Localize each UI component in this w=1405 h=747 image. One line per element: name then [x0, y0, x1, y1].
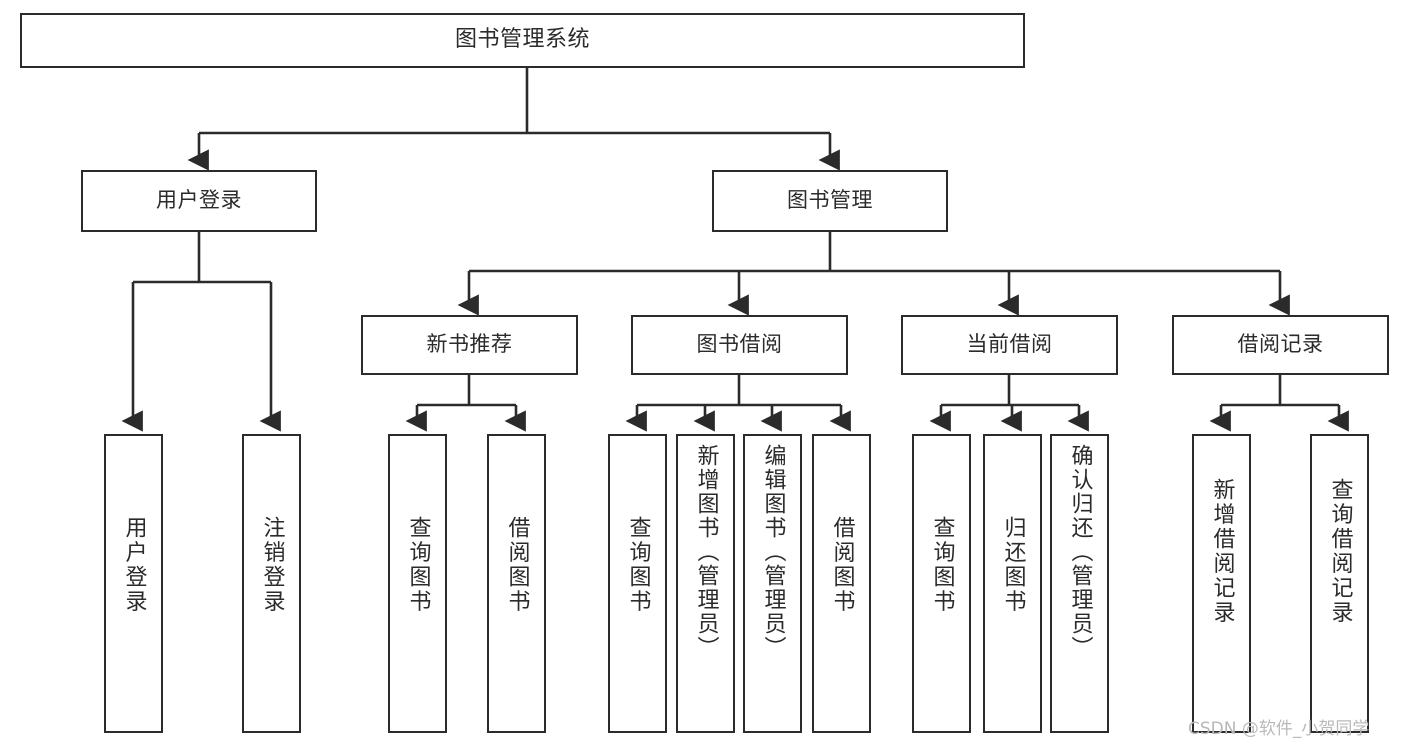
- leaf-query-book-3-label: 查询图书: [929, 516, 955, 614]
- leaf-confirm-return[interactable]: 确认归还（管理员）: [1050, 434, 1109, 733]
- leaf-user-login[interactable]: 用户登录: [104, 434, 163, 733]
- node-book-borrow[interactable]: 图书借阅: [631, 315, 848, 375]
- node-borrow-record-label: 借阅记录: [1237, 332, 1324, 357]
- leaf-user-logout[interactable]: 注销登录: [242, 434, 301, 733]
- node-user-login-label: 用户登录: [156, 188, 242, 213]
- node-book-manage-label: 图书管理: [787, 188, 873, 213]
- node-root[interactable]: 图书管理系统: [20, 13, 1025, 68]
- leaf-return-book-label: 归还图书: [1000, 516, 1026, 614]
- node-user-login[interactable]: 用户登录: [81, 170, 317, 232]
- leaf-user-login-label: 用户登录: [121, 516, 147, 614]
- leaf-query-book-1-label: 查询图书: [405, 516, 431, 614]
- leaf-query-book-1[interactable]: 查询图书: [388, 434, 447, 733]
- leaf-return-book[interactable]: 归还图书: [983, 434, 1042, 733]
- node-book-manage[interactable]: 图书管理: [712, 170, 948, 232]
- node-book-borrow-label: 图书借阅: [696, 332, 783, 357]
- leaf-query-record[interactable]: 查询借阅记录: [1310, 434, 1369, 733]
- node-current-borrow-label: 当前借阅: [966, 332, 1053, 357]
- leaf-edit-book-label: 编辑图书（管理员）: [760, 444, 786, 660]
- leaf-query-book-2[interactable]: 查询图书: [608, 434, 667, 733]
- node-new-book-rec-label: 新书推荐: [426, 332, 513, 357]
- leaf-confirm-return-label: 确认归还（管理员）: [1067, 444, 1093, 660]
- node-current-borrow[interactable]: 当前借阅: [901, 315, 1118, 375]
- node-root-label: 图书管理系统: [454, 27, 590, 53]
- leaf-borrow-book-2[interactable]: 借阅图书: [812, 434, 871, 733]
- watermark: CSDN @软件_小贺同学: [1188, 719, 1370, 739]
- leaf-query-book-2-label: 查询图书: [625, 516, 651, 614]
- leaf-add-book[interactable]: 新增图书（管理员）: [676, 434, 735, 733]
- leaf-edit-book[interactable]: 编辑图书（管理员）: [743, 434, 802, 733]
- leaf-add-book-label: 新增图书（管理员）: [693, 444, 719, 660]
- leaf-borrow-book-1-label: 借阅图书: [504, 516, 530, 614]
- leaf-borrow-book-1[interactable]: 借阅图书: [487, 434, 546, 733]
- node-new-book-rec[interactable]: 新书推荐: [361, 315, 578, 375]
- node-borrow-record[interactable]: 借阅记录: [1172, 315, 1389, 375]
- leaf-add-record-label: 新增借阅记录: [1209, 478, 1235, 625]
- leaf-add-record[interactable]: 新增借阅记录: [1192, 434, 1251, 733]
- leaf-borrow-book-2-label: 借阅图书: [829, 516, 855, 614]
- leaf-query-record-label: 查询借阅记录: [1327, 478, 1353, 625]
- leaf-user-logout-label: 注销登录: [259, 516, 285, 614]
- leaf-query-book-3[interactable]: 查询图书: [912, 434, 971, 733]
